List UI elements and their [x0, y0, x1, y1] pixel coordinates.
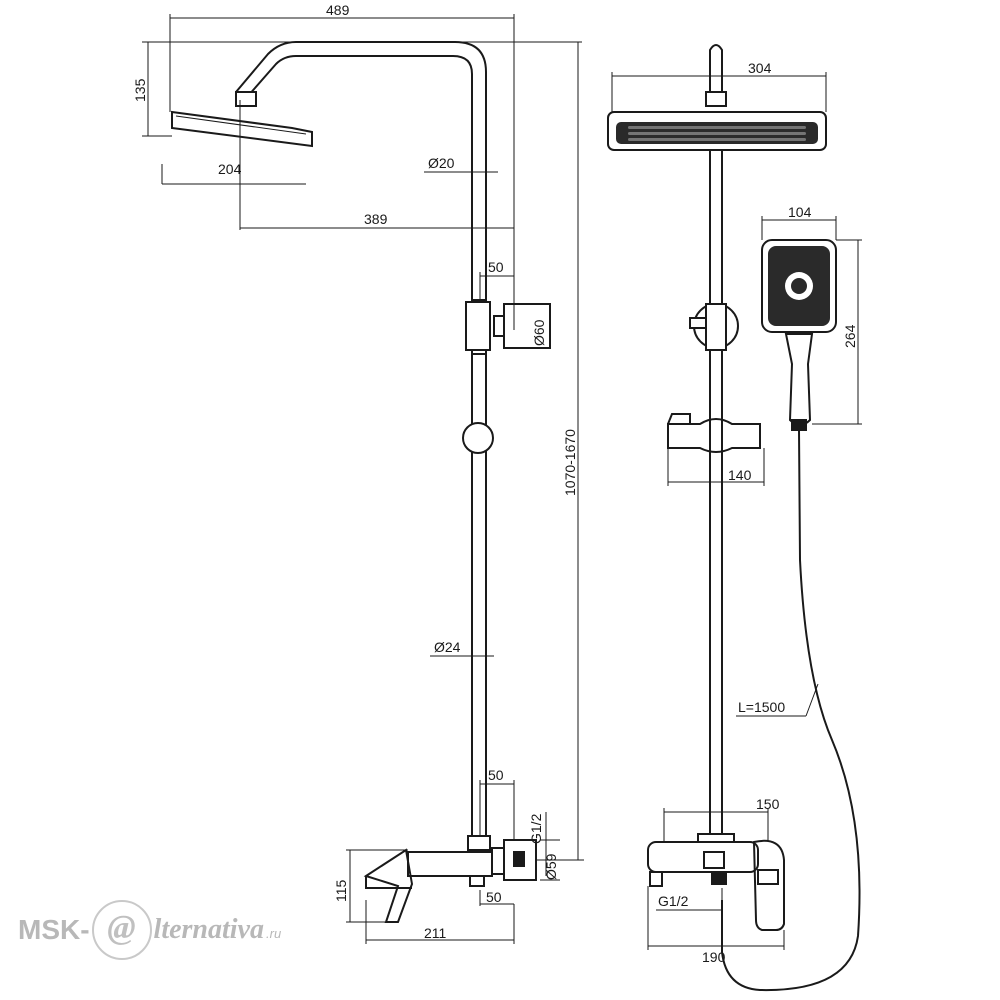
side-view: 489 135 204 389 Ø20 50 Ø60 1070-1670 Ø24… [132, 2, 584, 944]
dim-arm-tube: Ø20 [428, 155, 455, 171]
dim-total-width: 489 [326, 2, 350, 18]
watermark-at-icon: @ [91, 900, 152, 960]
dim-hand-shower-width: 104 [788, 204, 812, 220]
dim-height-range: 1070-1670 [562, 429, 578, 496]
wall-bracket-plate [503, 303, 551, 349]
front-arm-nut [705, 91, 727, 107]
watermark: MSK- @ lternativa .ru [18, 900, 281, 960]
dim-mixer-offset-bottom: 50 [486, 889, 502, 905]
mixer-lever [363, 848, 414, 923]
rain-head-side [171, 110, 313, 148]
shower-hose [721, 429, 861, 992]
dim-hand-shower-length: 264 [842, 324, 858, 348]
dim-holder-width: 140 [728, 467, 752, 483]
dim-front-inlet-thread: G1/2 [658, 893, 689, 909]
dim-arm-reach: 389 [364, 211, 388, 227]
watermark-tld: .ru [266, 925, 282, 941]
dim-mixer-offset-top: 50 [488, 767, 504, 783]
dim-mixer-width: 190 [702, 949, 726, 965]
dim-bracket-diameter: Ø60 [531, 319, 547, 346]
hand-shower-handle [784, 333, 814, 426]
dim-bracket-offset-top: 50 [488, 259, 504, 275]
dim-front-column-width: 150 [756, 796, 780, 812]
wall-bracket-clamp [465, 301, 491, 351]
front-slide-holder [667, 418, 761, 453]
watermark-suffix: lternativa [153, 914, 264, 945]
dim-front-head-width: 304 [748, 60, 772, 76]
front-column-top [709, 44, 723, 96]
watermark-prefix: MSK- [18, 914, 90, 945]
dim-mixer-height: 115 [333, 879, 349, 902]
side-dimensions [142, 14, 584, 944]
dim-mixer-depth: 211 [424, 925, 447, 941]
dim-head-height: 135 [132, 78, 148, 102]
front-dimensions [611, 72, 862, 950]
arm-nut [235, 91, 257, 107]
dim-head-diameter: 204 [218, 161, 242, 177]
dim-inlet-thread: G1/2 [528, 813, 544, 844]
holder-knob [462, 422, 494, 454]
dim-column-tube: Ø24 [434, 639, 461, 655]
dim-inlet-flange: Ø59 [543, 853, 559, 880]
mixer-collar [467, 835, 491, 851]
mixer-body-side [407, 851, 493, 877]
dim-hose-length: L=1500 [738, 699, 785, 715]
shower-arm [235, 41, 487, 300]
rain-head-nozzles [628, 126, 806, 141]
front-view [607, 44, 861, 992]
front-mixer-lever [752, 839, 785, 931]
